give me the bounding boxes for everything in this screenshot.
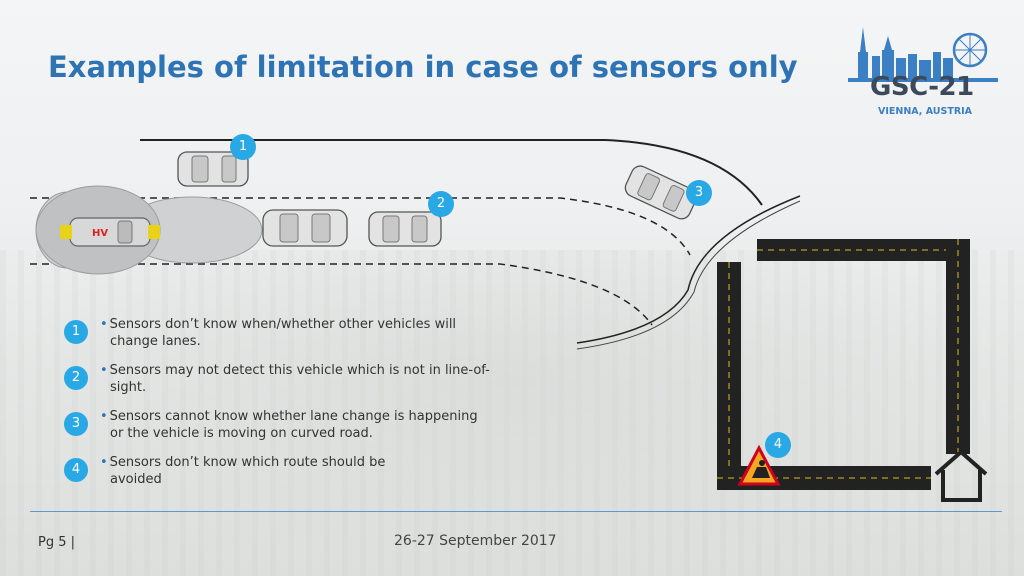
logo-location: VIENNA, AUSTRIA [878,106,973,117]
marker-badge-1: 1 [230,134,256,160]
bullet-text: •Sensors may not detect this vehicle whi… [100,362,530,396]
logo-wordmark: GSC-21 [870,72,974,102]
bullet-text: •Sensors don’t know which route should b… [100,454,530,488]
bullet-line: change lanes. [110,334,201,349]
host-vehicle: HV [60,217,160,247]
car-icon [624,165,698,220]
marker-badge-2: 2 [428,191,454,217]
marker-badge-3: 3 [686,180,712,206]
host-vehicle-label: HV [92,228,108,239]
bullet-line: Sensors cannot know whether lane change … [109,409,478,424]
bullet-line: Sensors don’t know when/whether other ve… [109,317,457,332]
bullet-number: 3 [64,412,88,436]
road-bottom-edge [576,195,801,344]
car-icon [177,151,249,187]
bullet-line: or the vehicle is moving on curved road. [110,426,373,441]
slide-title: Examples of limitation in case of sensor… [48,50,798,84]
background-photo-haze [0,250,1024,576]
vienna-skyline-icon [848,27,998,82]
car-icon [262,209,348,247]
bullet-number: 2 [64,366,88,390]
car-icon [368,211,442,247]
bullet-line: avoided [110,472,162,487]
roadwork-sign-icon [737,444,781,486]
lane-divider-upper [30,197,691,256]
bullet-line: sight. [110,380,147,395]
marker-badge-4: 4 [765,432,791,458]
bullet-line: Sensors don’t know which route should be [109,455,386,470]
road-bottom-edge-inner [576,200,801,350]
bullet-text: •Sensors cannot know whether lane change… [100,408,530,442]
bullet-text: •Sensors don’t know when/whether other v… [100,316,530,350]
bullet-number: 4 [64,458,88,482]
lane-divider-lower [30,263,653,326]
bullet-line: Sensors may not detect this vehicle whic… [109,363,490,378]
page-number: Pg 5 | [38,535,76,550]
route-map [717,239,970,490]
road-top-edge [140,139,763,206]
footer-date: 26-27 September 2017 [394,533,557,549]
bullet-number: 1 [64,320,88,344]
conference-logo: GSC-21 VIENNA, AUSTRIA [848,22,998,122]
footer-divider [30,511,1002,512]
home-icon [934,449,988,502]
